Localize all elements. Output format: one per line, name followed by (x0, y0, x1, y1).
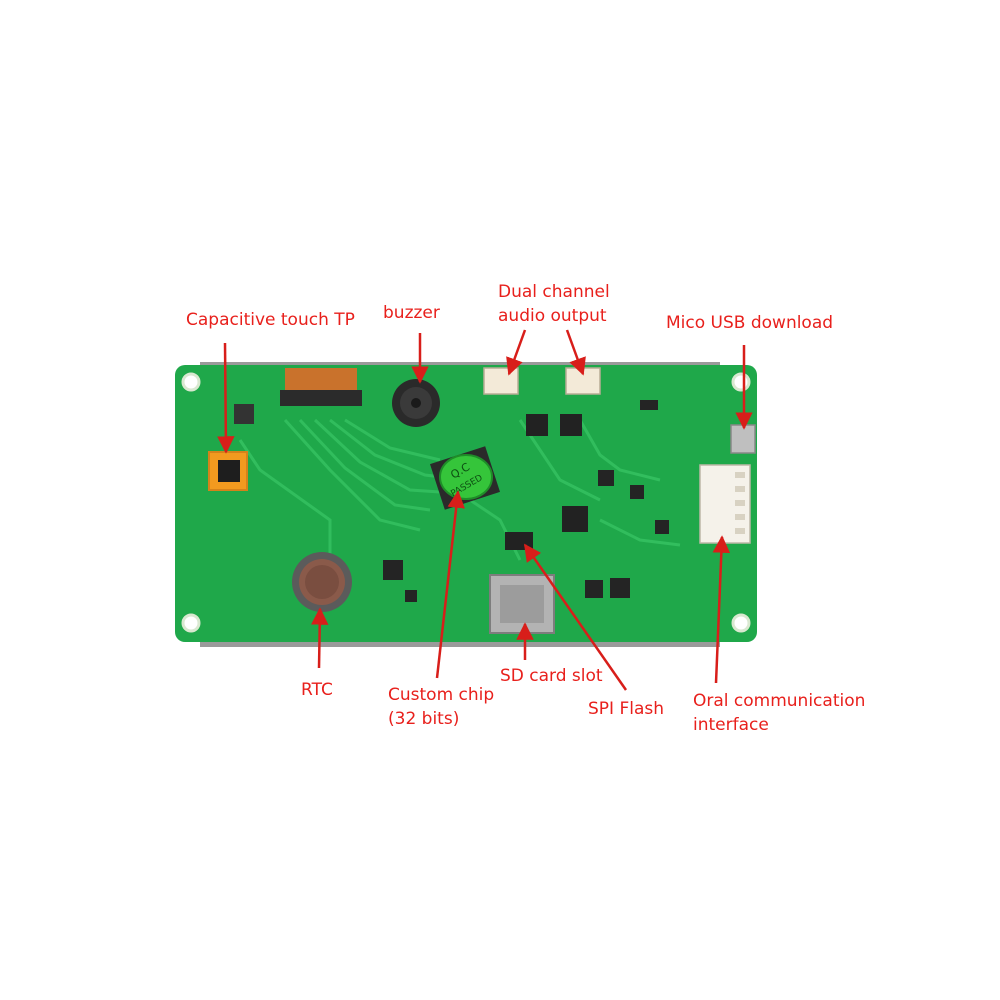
arrow-audio-left (506, 329, 527, 376)
touch-chip-core (218, 460, 240, 482)
spi-flash-chip (505, 532, 533, 550)
label-custom-chip-line1: Custom chip (388, 685, 495, 705)
micro-usb-port-icon (730, 424, 756, 454)
label-dual-audio-line1: Dual channel (498, 282, 610, 302)
sd-card-slot-inner (500, 585, 544, 623)
label-micro-usb: Mico USB download (666, 313, 834, 333)
arrow-spi-flash (523, 543, 628, 691)
label-custom-chip: Custom chip (32 bits) (388, 683, 494, 731)
label-sd-card: SD card slot (500, 666, 603, 686)
arrow-custom-chip (435, 490, 465, 679)
buzzer-icon (392, 379, 440, 427)
label-dual-audio: Dual channel audio output (498, 280, 610, 328)
qc-sticker (439, 454, 493, 500)
label-oral-comm-line2: interface (693, 715, 769, 735)
label-rtc: RTC (301, 680, 333, 700)
amp-chip-right (560, 414, 582, 436)
mcu-chip (562, 506, 588, 532)
label-custom-chip-line2: (32 bits) (388, 709, 460, 729)
fpc-ribbon (285, 368, 357, 390)
label-oral-comm: Oral communication interface (693, 689, 865, 737)
label-capacitive-touch: Capacitive touch TP (186, 310, 355, 330)
pcb-board (175, 365, 757, 642)
arrow-audio-right (565, 329, 586, 376)
label-dual-audio-line2: audio output (498, 306, 607, 326)
audio-connector-left (483, 367, 519, 395)
label-spi-flash: SPI Flash (588, 699, 665, 719)
fpc-connector (280, 390, 362, 406)
annotation-arrows (217, 329, 753, 691)
comm-connector-pins (735, 472, 745, 534)
misc-components (383, 400, 669, 602)
label-buzzer: buzzer (383, 303, 440, 323)
inductor (234, 404, 254, 424)
arrow-touch (217, 342, 235, 454)
arrow-comm (712, 535, 731, 684)
pcb-traces (238, 418, 681, 561)
arrow-rtc (310, 607, 329, 669)
coin-battery-icon (292, 552, 352, 612)
label-oral-comm-line1: Oral communication (693, 691, 866, 711)
mounting-holes (181, 372, 751, 633)
amp-chip-left (526, 414, 548, 436)
